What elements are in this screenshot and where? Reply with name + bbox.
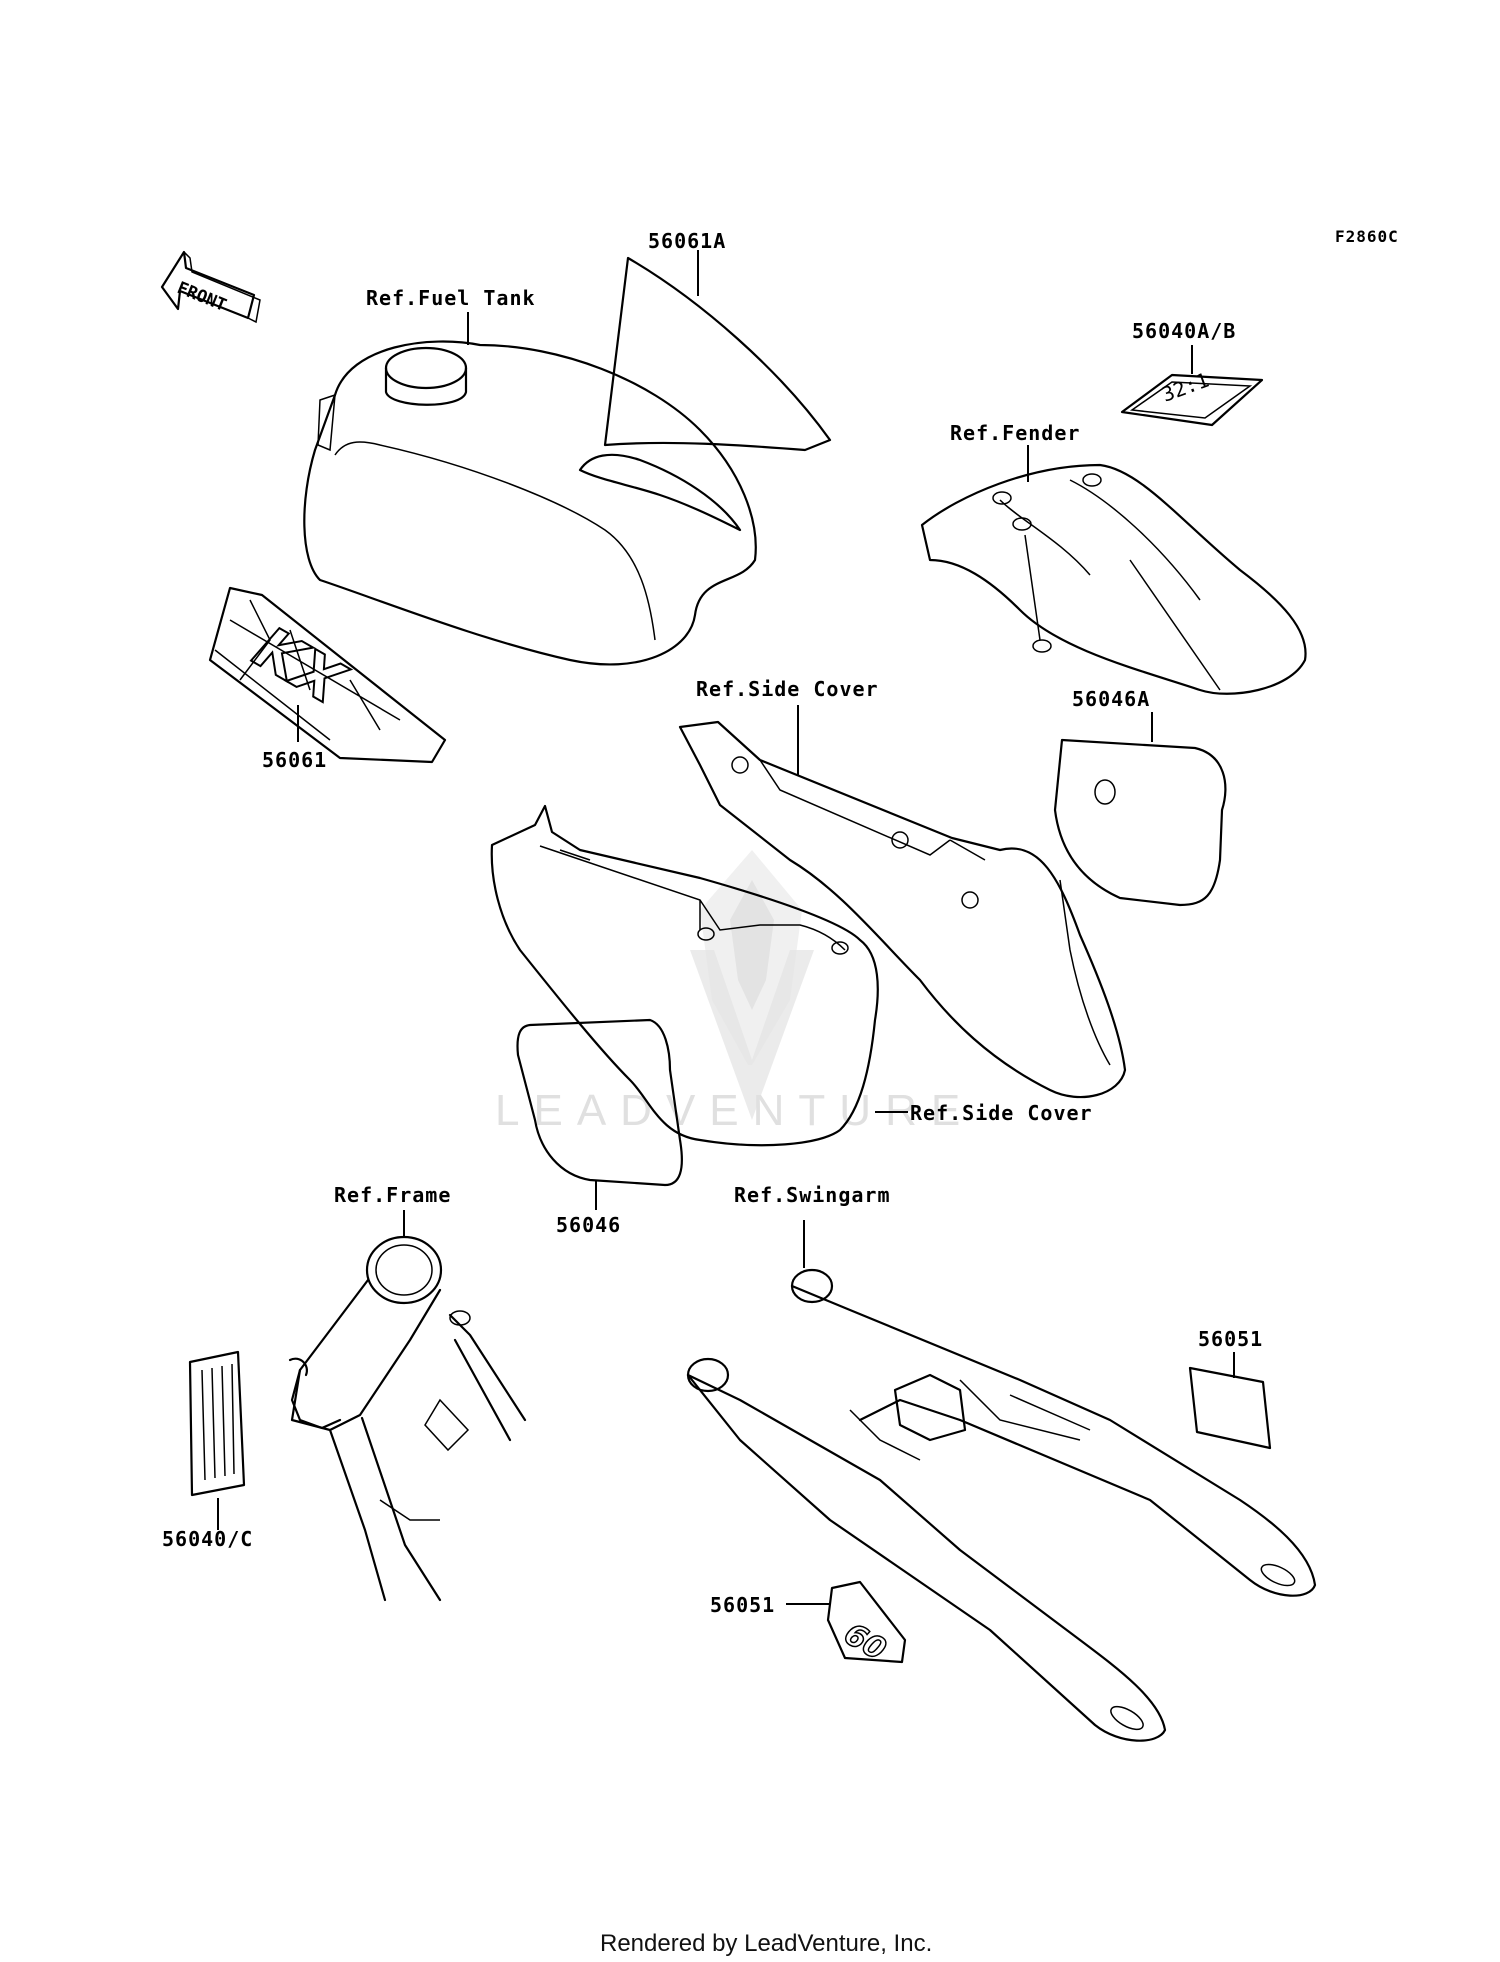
fuel-tank: Ref.Fuel Tank (303, 286, 757, 666)
label-ref-swingarm: Ref.Swingarm (734, 1183, 891, 1207)
decal-56046: 56046 (516, 1018, 683, 1237)
front-arrow-icon: FRONT (160, 250, 261, 324)
swingarm: Ref.Swingarm (686, 1183, 1317, 1742)
decal-56046a: 56046A (1053, 687, 1227, 907)
label-ref-side-cover-right: Ref.Side Cover (696, 677, 879, 701)
label-56040ab: 56040A/B (1132, 319, 1236, 343)
watermark: LEADVENTURE (495, 850, 974, 1135)
decal-56040c: 56040/C (162, 1350, 253, 1551)
decal-56040ab: 32:1 56040A/B (1120, 319, 1264, 427)
decal-56051-top: 56051 (1188, 1327, 1272, 1450)
decal-56061a: 56061A (603, 229, 832, 452)
side-cover-left: Ref.Side Cover (490, 804, 1093, 1147)
fender: Ref.Fender (920, 421, 1307, 695)
decal-56061: KX 56061 (208, 586, 447, 772)
decal-56040ab-text: 32:1 (1159, 368, 1212, 407)
label-ref-side-cover-left: Ref.Side Cover (910, 1101, 1093, 1125)
diagram-code: F2860C (1335, 227, 1399, 246)
label-56040c: 56040/C (162, 1527, 253, 1551)
label-ref-fuel-tank: Ref.Fuel Tank (366, 286, 536, 310)
side-cover-right: Ref.Side Cover (678, 677, 1127, 1099)
decal-56061-text: KX (243, 613, 357, 718)
label-56046a: 56046A (1072, 687, 1150, 711)
label-56061a: 56061A (648, 229, 726, 253)
decal-56051-bottom: 60 56051 (710, 1580, 907, 1669)
watermark-text: LEADVENTURE (495, 1086, 974, 1135)
label-56051-top: 56051 (1198, 1327, 1263, 1351)
frame: Ref.Frame (288, 1183, 527, 1602)
footer-credit: Rendered by LeadVenture, Inc. (600, 1930, 932, 1957)
label-56046: 56046 (556, 1213, 621, 1237)
label-56061: 56061 (262, 748, 327, 772)
label-56051-bottom: 56051 (710, 1593, 775, 1617)
label-ref-fender: Ref.Fender (950, 421, 1080, 445)
leadventure-logo-icon (690, 850, 814, 1120)
label-ref-frame: Ref.Frame (334, 1183, 451, 1207)
